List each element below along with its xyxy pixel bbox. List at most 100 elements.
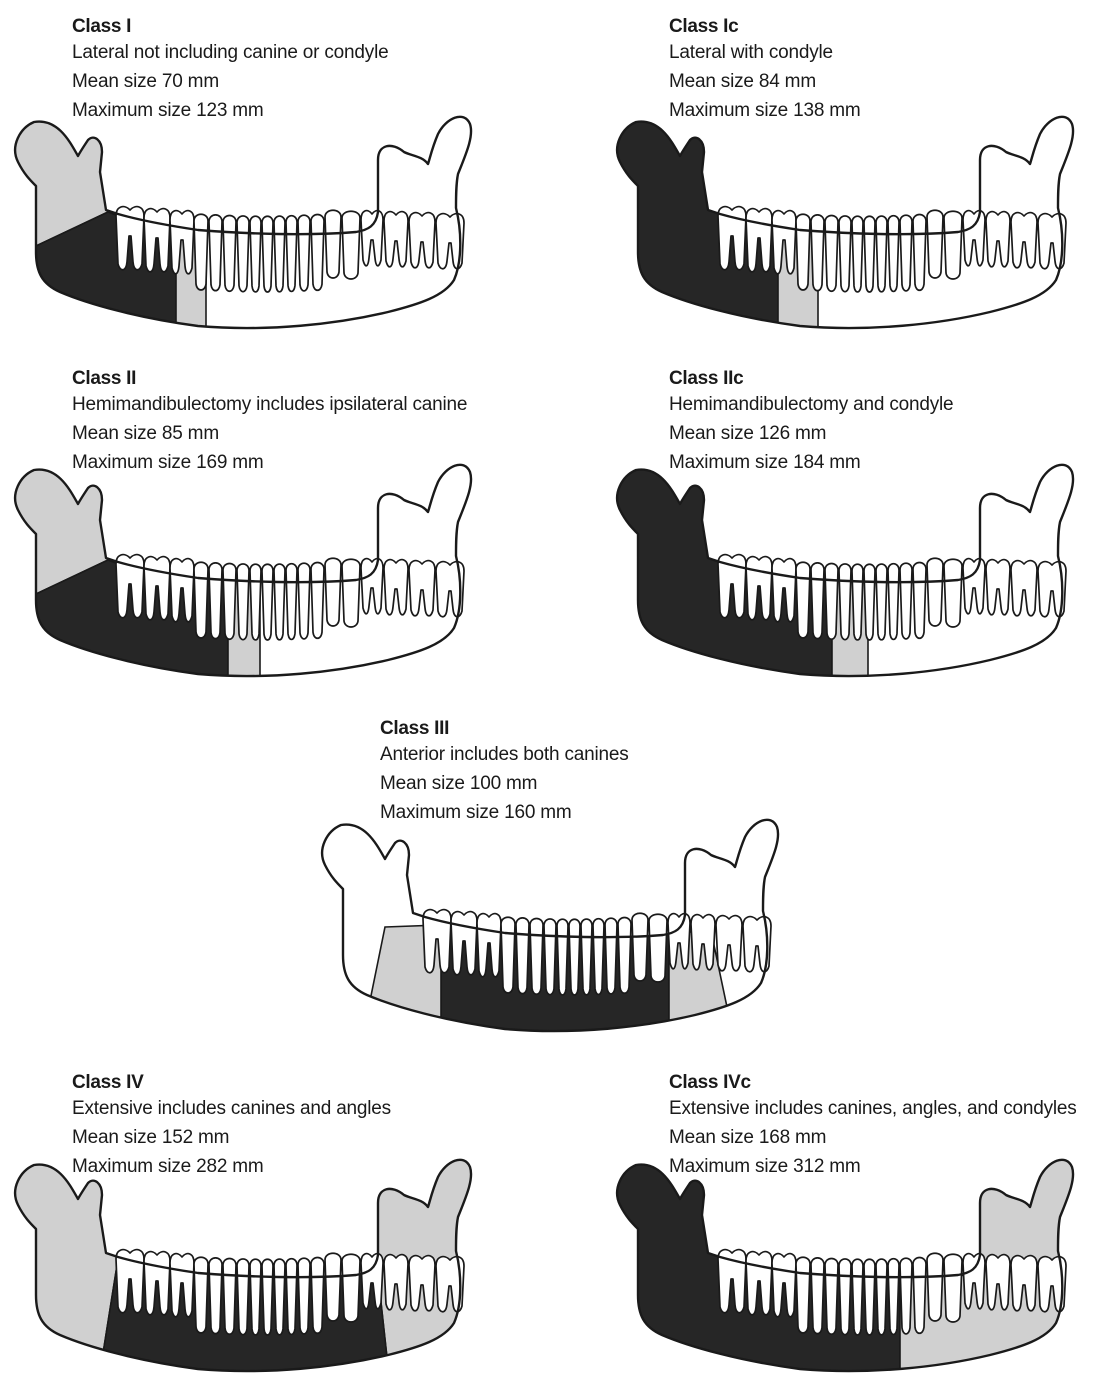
tooth bbox=[298, 563, 310, 639]
tooth bbox=[876, 1259, 887, 1335]
tooth bbox=[250, 1259, 261, 1335]
tooth bbox=[342, 211, 360, 279]
tooth bbox=[223, 215, 236, 291]
tooth bbox=[944, 211, 962, 279]
tooth bbox=[811, 1258, 824, 1334]
tooth bbox=[274, 564, 285, 640]
tooth bbox=[237, 1259, 249, 1335]
tooth bbox=[325, 558, 341, 626]
tooth bbox=[311, 563, 324, 639]
class-title: Class Ic bbox=[669, 16, 861, 38]
mean-size: Mean size 168 mm bbox=[669, 1123, 1077, 1152]
tooth bbox=[516, 918, 529, 994]
tooth bbox=[864, 216, 875, 292]
tooth bbox=[839, 564, 851, 640]
tooth bbox=[298, 215, 310, 291]
tooth bbox=[501, 917, 515, 993]
mandible-diagram bbox=[315, 815, 795, 1045]
tooth bbox=[913, 563, 926, 639]
tooth bbox=[900, 563, 912, 639]
tooth bbox=[944, 1254, 962, 1322]
tooth bbox=[944, 559, 962, 627]
mean-size: Mean size 70 mm bbox=[72, 67, 388, 96]
tooth bbox=[209, 563, 222, 639]
tooth bbox=[864, 564, 875, 640]
tooth bbox=[286, 216, 297, 292]
tooth bbox=[325, 1253, 341, 1321]
tooth bbox=[557, 919, 568, 995]
tooth bbox=[811, 563, 824, 639]
mandible-diagram bbox=[610, 460, 1090, 690]
tooth bbox=[927, 210, 943, 278]
tooth bbox=[286, 564, 297, 640]
class-description: Hemimandibulectomy and condyle bbox=[669, 390, 953, 419]
tooth bbox=[223, 1258, 236, 1334]
tooth bbox=[876, 564, 887, 640]
tooth bbox=[250, 216, 261, 292]
mandible-diagram bbox=[8, 112, 488, 342]
tooth bbox=[852, 216, 863, 292]
tooth bbox=[593, 919, 604, 995]
tooth bbox=[913, 215, 926, 291]
tooth bbox=[194, 562, 208, 638]
tooth bbox=[796, 1257, 810, 1333]
class-title: Class IIc bbox=[669, 368, 953, 390]
tooth bbox=[223, 563, 236, 639]
tooth bbox=[825, 563, 838, 639]
tooth bbox=[825, 215, 838, 291]
tooth bbox=[209, 1258, 222, 1334]
tooth bbox=[286, 1259, 297, 1335]
tooth bbox=[325, 210, 341, 278]
mean-size: Mean size 85 mm bbox=[72, 419, 467, 448]
tooth bbox=[544, 919, 556, 995]
tooth bbox=[274, 216, 285, 292]
tooth bbox=[649, 914, 667, 982]
tooth bbox=[811, 215, 824, 291]
tooth bbox=[618, 918, 631, 994]
mandible-diagram bbox=[8, 1155, 488, 1385]
tooth bbox=[262, 564, 273, 640]
tooth bbox=[311, 215, 324, 291]
tooth bbox=[581, 919, 592, 995]
mandible-diagram bbox=[610, 1155, 1090, 1385]
tooth bbox=[237, 564, 249, 640]
tooth bbox=[864, 1259, 875, 1335]
tooth bbox=[342, 559, 360, 627]
class-description: Anterior includes both canines bbox=[380, 740, 629, 769]
tooth bbox=[569, 919, 580, 995]
tooth bbox=[876, 216, 887, 292]
tooth bbox=[852, 564, 863, 640]
class-title: Class II bbox=[72, 368, 467, 390]
tooth bbox=[194, 1257, 208, 1333]
tooth bbox=[194, 214, 208, 290]
mean-size: Mean size 126 mm bbox=[669, 419, 953, 448]
tooth bbox=[927, 1253, 943, 1321]
tooth bbox=[852, 1259, 863, 1335]
mandible-diagram bbox=[610, 112, 1090, 342]
tooth bbox=[888, 1259, 899, 1335]
class-title: Class IVc bbox=[669, 1072, 1077, 1094]
tooth bbox=[632, 913, 648, 981]
class-description: Lateral with condyle bbox=[669, 38, 861, 67]
class-title: Class IV bbox=[72, 1072, 391, 1094]
tooth bbox=[839, 1259, 851, 1335]
tooth bbox=[900, 215, 912, 291]
tooth bbox=[311, 1258, 324, 1334]
tooth bbox=[237, 216, 249, 292]
class-title: Class I bbox=[72, 16, 388, 38]
tooth bbox=[888, 564, 899, 640]
tooth bbox=[274, 1259, 285, 1335]
mean-size: Mean size 100 mm bbox=[380, 769, 629, 798]
tooth bbox=[913, 1258, 926, 1334]
tooth bbox=[342, 1254, 360, 1322]
mean-size: Mean size 152 mm bbox=[72, 1123, 391, 1152]
tooth bbox=[900, 1258, 912, 1334]
mean-size: Mean size 84 mm bbox=[669, 67, 861, 96]
tooth bbox=[839, 216, 851, 292]
tooth bbox=[796, 214, 810, 290]
tooth bbox=[209, 215, 222, 291]
class-description: Extensive includes canines, angles, and … bbox=[669, 1094, 1077, 1123]
tooth bbox=[796, 562, 810, 638]
class-description: Extensive includes canines and angles bbox=[72, 1094, 391, 1123]
class-title: Class III bbox=[380, 718, 629, 740]
